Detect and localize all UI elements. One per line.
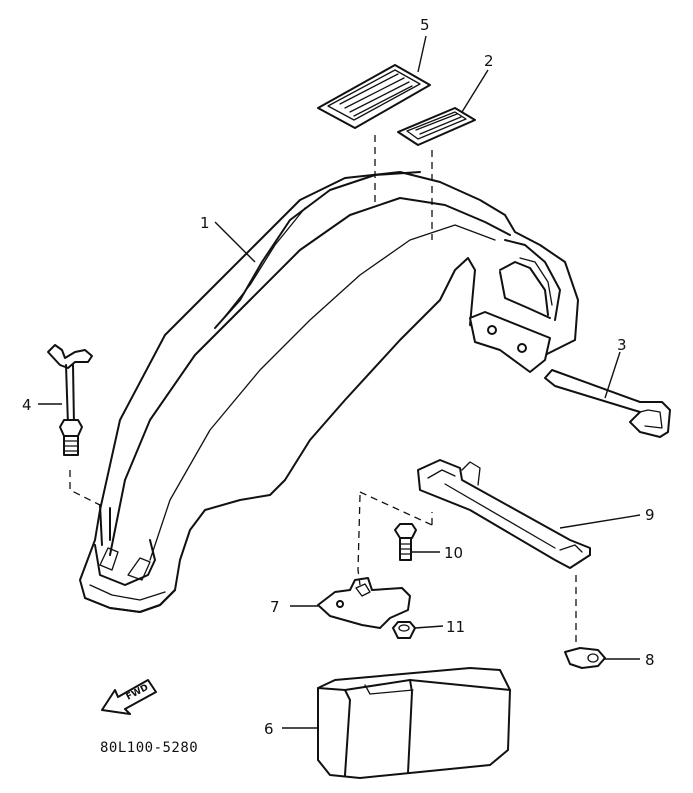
callout-9: 9 (645, 506, 655, 524)
leader-lines (38, 35, 641, 729)
callout-4: 4 (22, 396, 32, 414)
callout-11: 11 (446, 618, 465, 636)
battery (317, 667, 511, 779)
forward-arrow-icon (101, 679, 157, 715)
callout-2: 2 (484, 52, 494, 70)
strap (544, 369, 671, 438)
callout-1: 1 (200, 214, 210, 232)
drawing-code: 80L100-5280 (100, 740, 198, 756)
battery-band (417, 459, 591, 569)
callout-7: 7 (270, 598, 280, 616)
callout-6: 6 (264, 720, 274, 738)
label-small (397, 107, 476, 146)
label-large (317, 64, 431, 129)
plate (317, 577, 411, 629)
callout-8: 8 (645, 651, 655, 669)
callout-5: 5 (420, 16, 430, 34)
clip-nut (564, 647, 606, 669)
callout-10: 10 (444, 544, 463, 562)
nut (392, 621, 416, 639)
callout-3: 3 (617, 336, 627, 354)
callout-numbers: 5 2 1 3 4 9 10 7 11 8 6 (22, 16, 655, 738)
rear-fender (79, 171, 579, 613)
wing-bolt (47, 344, 93, 456)
bolt (394, 523, 417, 561)
